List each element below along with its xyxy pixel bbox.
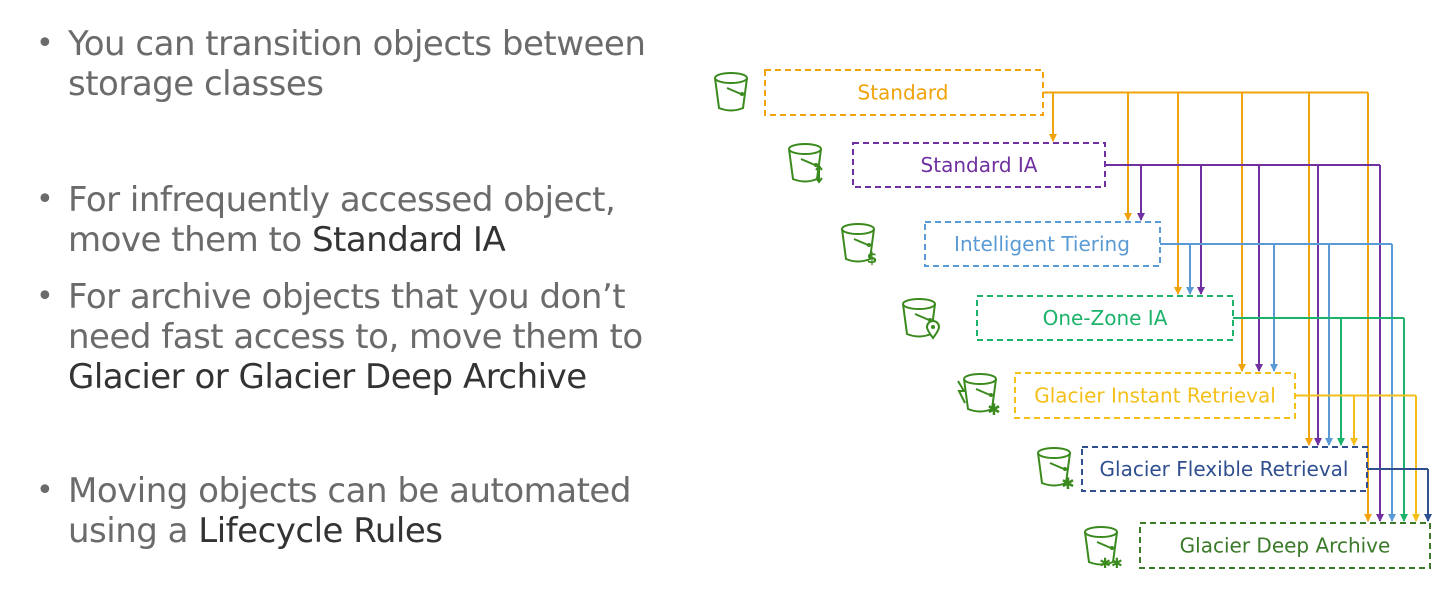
- storage-class-box: [1014, 372, 1296, 419]
- bullet-item: • For archive objects that you don’t nee…: [36, 277, 676, 397]
- storage-class-box: [1081, 446, 1368, 492]
- storage-class-label: Intelligent Tiering: [954, 232, 1130, 256]
- storage-class-box: [1139, 522, 1431, 569]
- storage-class-label: Glacier Deep Archive: [1180, 534, 1391, 558]
- svg-text:✱: ✱: [987, 400, 1000, 419]
- bullet-dot: •: [36, 279, 54, 314]
- storage-class-box: [852, 142, 1106, 188]
- bullet-item: • You can transition objects between sto…: [36, 24, 676, 104]
- storage-class-label: Glacier Flexible Retrieval: [1100, 457, 1349, 481]
- bullet-text: For archive objects that you don’t need …: [68, 277, 643, 397]
- bullet-list: • You can transition objects between sto…: [36, 0, 676, 600]
- storage-class-label: Standard IA: [921, 153, 1038, 177]
- bucket-location-icon: [902, 298, 941, 340]
- bucket-icon: [714, 72, 748, 112]
- bucket-snow-icon: ✱: [1037, 447, 1075, 493]
- bullet-item: • Moving objects can be automated using …: [36, 471, 676, 551]
- storage-class-label: One-Zone IA: [1043, 306, 1168, 330]
- bullet-dot: •: [36, 26, 54, 61]
- bucket-dollar-icon: $: [841, 223, 877, 267]
- bucket-lightning-snow-icon: ✱: [957, 373, 1001, 419]
- bullet-item: • For infrequently accessed object, move…: [36, 180, 676, 260]
- storage-class-label: Glacier Instant Retrieval: [1034, 384, 1276, 408]
- bullet-text: For infrequently accessed object, move t…: [68, 180, 616, 260]
- svg-text:✱✱: ✱✱: [1099, 556, 1122, 572]
- bucket-ia-icon: [788, 143, 823, 184]
- svg-text:$: $: [867, 249, 877, 267]
- bucket-double-snow-icon: ✱✱: [1084, 526, 1123, 572]
- storage-class-label: Standard: [858, 81, 949, 105]
- bullet-dot: •: [36, 182, 54, 217]
- svg-text:✱: ✱: [1061, 474, 1074, 493]
- storage-class-box: [924, 221, 1161, 267]
- bullet-text: Moving objects can be automated using a …: [68, 471, 631, 551]
- storage-class-box: [764, 69, 1044, 116]
- bullet-text: You can transition objects between stora…: [68, 24, 646, 104]
- bullet-dot: •: [36, 473, 54, 508]
- storage-class-box: [976, 295, 1234, 341]
